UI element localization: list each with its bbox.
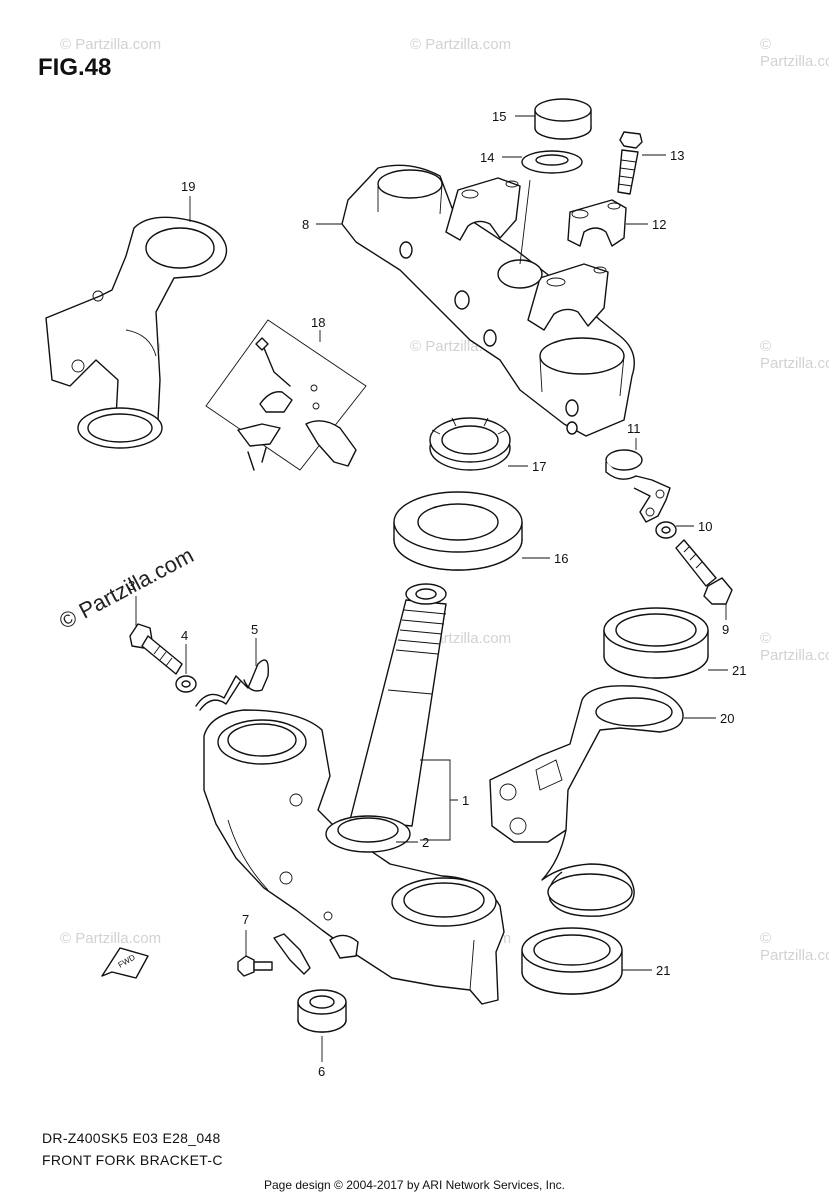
part-11-cable-guide[interactable] bbox=[605, 449, 671, 523]
part-15-cap[interactable] bbox=[534, 98, 592, 140]
part-10-washer[interactable] bbox=[655, 521, 677, 539]
callout-12: 12 bbox=[652, 217, 666, 232]
callout-2: 2 bbox=[422, 835, 429, 850]
callout-18: 18 bbox=[311, 315, 325, 330]
part-7-bolt[interactable] bbox=[237, 933, 359, 977]
watermark-text: © Partzilla.com bbox=[60, 930, 162, 947]
callout-14: 14 bbox=[480, 150, 494, 165]
watermark-text: © Partzilla.com bbox=[60, 36, 162, 53]
callout-15: 15 bbox=[492, 109, 506, 124]
watermark-text: © Partzilla.com bbox=[760, 36, 829, 70]
callout-3: 3 bbox=[128, 578, 135, 593]
callout-17: 17 bbox=[532, 459, 546, 474]
callout-5: 5 bbox=[251, 622, 258, 637]
part-4-washer[interactable] bbox=[175, 675, 197, 693]
callout-labels: 15 14 13 12 8 19 18 17 16 11 10 9 21 20 … bbox=[128, 109, 746, 1079]
part-19-meter-bracket[interactable] bbox=[45, 216, 228, 449]
part-12-clamp-cap[interactable] bbox=[567, 199, 627, 247]
part-17-ring-nut[interactable] bbox=[429, 417, 511, 471]
model-code: DR-Z400SK5 E03 E28_048 bbox=[42, 1130, 221, 1146]
callout-20: 20 bbox=[720, 711, 734, 726]
callout-1: 1 bbox=[462, 793, 469, 808]
part-6-grommet[interactable] bbox=[297, 989, 347, 1033]
callout-16: 16 bbox=[554, 551, 568, 566]
part-1-steering-stem[interactable] bbox=[203, 583, 505, 1005]
callout-10: 10 bbox=[698, 519, 712, 534]
part-3-bolt[interactable] bbox=[129, 623, 183, 675]
watermark-text: © Partzilla.com bbox=[410, 36, 512, 53]
callout-4: 4 bbox=[181, 628, 188, 643]
leader-lines bbox=[135, 115, 728, 1062]
callout-19: 19 bbox=[181, 179, 195, 194]
part-13-bolt[interactable] bbox=[617, 131, 643, 195]
part-20-lower-bracket[interactable] bbox=[489, 685, 684, 917]
callout-13: 13 bbox=[670, 148, 684, 163]
part-2-lower-bearing[interactable] bbox=[325, 815, 411, 853]
figure-caption: FRONT FORK BRACKET-C bbox=[42, 1152, 223, 1168]
watermark-text: © Partzilla.com bbox=[760, 630, 829, 664]
callout-21-lower: 21 bbox=[656, 963, 670, 978]
callout-8: 8 bbox=[302, 217, 309, 232]
watermark-text: © Partzilla.com bbox=[760, 338, 829, 372]
part-5-spring-clip[interactable] bbox=[195, 659, 269, 711]
fwd-arrow-icon: FWD bbox=[101, 947, 149, 979]
callout-11: 11 bbox=[627, 421, 641, 436]
part-18-switch-kit[interactable] bbox=[205, 319, 367, 471]
part-21-dust-seal-upper[interactable] bbox=[603, 607, 709, 679]
callout-7: 7 bbox=[242, 912, 249, 927]
callout-21-upper: 21 bbox=[732, 663, 746, 678]
part-8-upper-bracket[interactable] bbox=[341, 164, 635, 437]
part-21-dust-seal-lower[interactable] bbox=[521, 927, 623, 995]
figure-title: FIG.48 bbox=[38, 54, 112, 81]
callout-6: 6 bbox=[318, 1064, 325, 1079]
callout-9: 9 bbox=[722, 622, 729, 637]
watermark-text: © Partzilla.com bbox=[760, 930, 829, 964]
part-9-bolt[interactable] bbox=[675, 539, 733, 605]
footer-copyright: Page design © 2004-2017 by ARI Network S… bbox=[263, 1178, 565, 1192]
part-16-bearing[interactable] bbox=[393, 491, 523, 571]
part-14-washer[interactable] bbox=[521, 150, 583, 174]
